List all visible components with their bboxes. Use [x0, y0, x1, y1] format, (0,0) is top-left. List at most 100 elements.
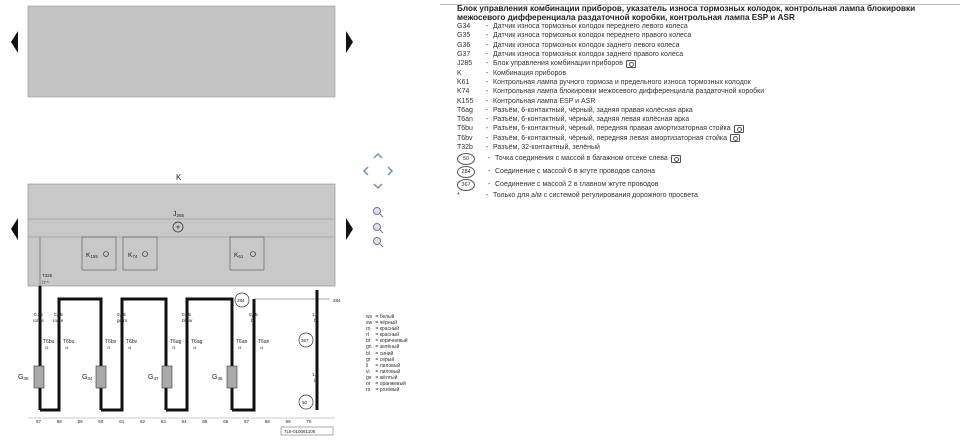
- color-legend-row: rs = розовый: [366, 387, 400, 394]
- legend-text: Разъём, 6-контактный, чёрный, задняя пра…: [493, 106, 693, 114]
- track-number: 61: [119, 419, 125, 424]
- track-number: 65: [202, 419, 208, 424]
- next-page-arrow-top[interactable]: [346, 31, 353, 53]
- color-legend-row: bl = синий: [366, 350, 394, 357]
- wire-284-label: 284: [333, 298, 341, 303]
- legend-item: K74-Контрольная лампа блокировки межосев…: [457, 88, 765, 96]
- wire-4-color: bl/sw: [182, 318, 193, 323]
- sensor-g35: [33, 365, 45, 389]
- wire-4-size: 0,35: [182, 312, 191, 317]
- k155-lamp-box: [81, 236, 117, 271]
- legend-item: K155-Контрольная лампа ESP и ASR: [457, 97, 596, 105]
- legend-code: G37: [457, 51, 471, 59]
- legend-item: G35-Датчик износа тормозных колодок пере…: [457, 32, 692, 40]
- ground-367-label: 367: [301, 338, 309, 343]
- camera-icon[interactable]: [729, 134, 740, 143]
- legend-text: Комбинация приборов: [493, 69, 567, 77]
- wire-3-size: 0,35: [117, 312, 126, 317]
- legend-code: T6an: [457, 116, 473, 124]
- wire-6-color: br: [314, 318, 319, 323]
- legend-text: Датчик износа тормозных колодок переднег…: [493, 23, 688, 31]
- wire-7-size: 1,5: [312, 372, 319, 377]
- color-legend-row: gr = серый: [366, 356, 395, 363]
- connector-7: T6an/3: [236, 339, 248, 350]
- zoom-controls[interactable]: [373, 207, 384, 248]
- legend-text: Датчик износа тормозных колодок переднег…: [493, 32, 692, 40]
- wire-2-color: ro/ge: [53, 318, 64, 323]
- color-legend-row: ws = белый: [366, 314, 395, 320]
- zoom-out-icon[interactable]: [373, 223, 381, 231]
- legend-text: Контрольная лампа ESP и ASR: [493, 97, 596, 105]
- ground-50-circle: [298, 394, 314, 410]
- legend-item: T32b-Разъём, 32-контактный, зелёный: [457, 144, 600, 151]
- legend-code: T6bv: [457, 134, 473, 142]
- zoom-reset-icon[interactable]: [373, 237, 381, 245]
- wire-6-size: 1,0: [312, 312, 319, 317]
- color-legend-row: li = лиловый: [366, 362, 401, 369]
- t32b-label: T32b: [42, 273, 53, 278]
- zoom-in-icon[interactable]: [373, 207, 381, 215]
- previous-diagram-preview: [27, 5, 336, 98]
- sensor-g36-label: G36: [212, 374, 223, 381]
- legend-item: T6ag-Разъём, 6-контактный, чёрный, задня…: [457, 106, 693, 114]
- connector-8: T6an/4: [258, 339, 270, 350]
- sensor-g35-label: G35: [18, 374, 29, 381]
- prev-page-arrow-bottom[interactable]: [11, 218, 18, 240]
- k74-lamp-box: [122, 236, 158, 271]
- page-title: Блок управления комбинации приборов, ука…: [457, 4, 916, 22]
- j285-label: J285: [173, 211, 185, 218]
- t32b-pin: /7 *: [42, 280, 49, 285]
- ground-point-item: 284-Соединение с массой 6 в жгуте провод…: [457, 165, 957, 178]
- color-legend-row: sw = чёрный: [366, 320, 398, 327]
- header-rule: [440, 4, 960, 5]
- color-legend-row: vi = лиловый: [366, 368, 401, 375]
- pan-down-icon[interactable]: [373, 183, 383, 190]
- track-number: 70: [306, 419, 312, 424]
- camera-icon[interactable]: [625, 59, 636, 68]
- color-legend-row: br = коричневый: [366, 338, 408, 345]
- connector-1: T6bu/3: [43, 339, 55, 350]
- track-number: 63: [161, 419, 167, 424]
- next-page-arrow-bottom[interactable]: [346, 218, 353, 240]
- camera-icon[interactable]: [670, 154, 681, 163]
- sensor-g37-label: G37: [148, 374, 159, 381]
- pan-right-icon[interactable]: [387, 166, 394, 176]
- pan-up-icon[interactable]: [373, 152, 383, 159]
- color-legend-row: ge = жёлтый: [366, 374, 398, 381]
- legend-item: G36-Датчик износа тормозных колодок задн…: [457, 41, 680, 49]
- k-label: K: [176, 173, 182, 182]
- k61-lamp-box: [229, 236, 265, 271]
- doc-id-box: [280, 426, 334, 436]
- legend-item: K-Комбинация приборов: [457, 69, 567, 77]
- legend-text: Разъём, 6-контактный, чёрный, задняя лев…: [493, 116, 690, 124]
- pan-controls[interactable]: [362, 152, 394, 190]
- ground-point-circle: 50: [457, 152, 475, 165]
- ground-point-text: Соединение с массой 6 в жгуте проводов с…: [495, 168, 656, 176]
- legend-code: G34: [457, 23, 471, 31]
- legend-item: T6bu-Разъём, 6-контактный, чёрный, перед…: [457, 124, 957, 133]
- sensor-g34: [95, 365, 107, 389]
- track-number: 59: [78, 419, 84, 424]
- legend-text: Контрольная лампа блокировки межосевого …: [493, 88, 765, 96]
- pan-left-icon[interactable]: [362, 166, 369, 176]
- legend-code: G35: [457, 32, 471, 40]
- track-number: 60: [98, 419, 104, 424]
- ground-367-circle: [298, 332, 314, 348]
- legend-item: G37-Датчик износа тормозных колодок задн…: [457, 51, 684, 59]
- legend-code: K61: [457, 78, 470, 86]
- camera-icon[interactable]: [733, 124, 744, 133]
- ground-point-item: 367-Соединение с массой 2 в главном жгут…: [457, 178, 957, 191]
- connector-2: T6bu/4: [63, 339, 75, 350]
- legend-item: T6bv-Разъём, 6-контактный, чёрный, перед…: [457, 134, 957, 143]
- wire-1-size: 0,35: [34, 312, 43, 317]
- legend-code: G36: [457, 41, 471, 49]
- color-legend-row: gn = зелёный: [366, 344, 400, 351]
- prev-page-arrow-top[interactable]: [11, 31, 18, 53]
- k155-label: K155: [86, 252, 98, 259]
- ground-50-label: 50: [302, 400, 308, 405]
- connector-6: T6ag/4: [191, 339, 203, 350]
- legend-code: T6bu: [457, 125, 473, 133]
- ground-point-text: Соединение с массой 2 в главном жгуте пр…: [495, 181, 659, 189]
- legend-code: T6ag: [457, 106, 473, 114]
